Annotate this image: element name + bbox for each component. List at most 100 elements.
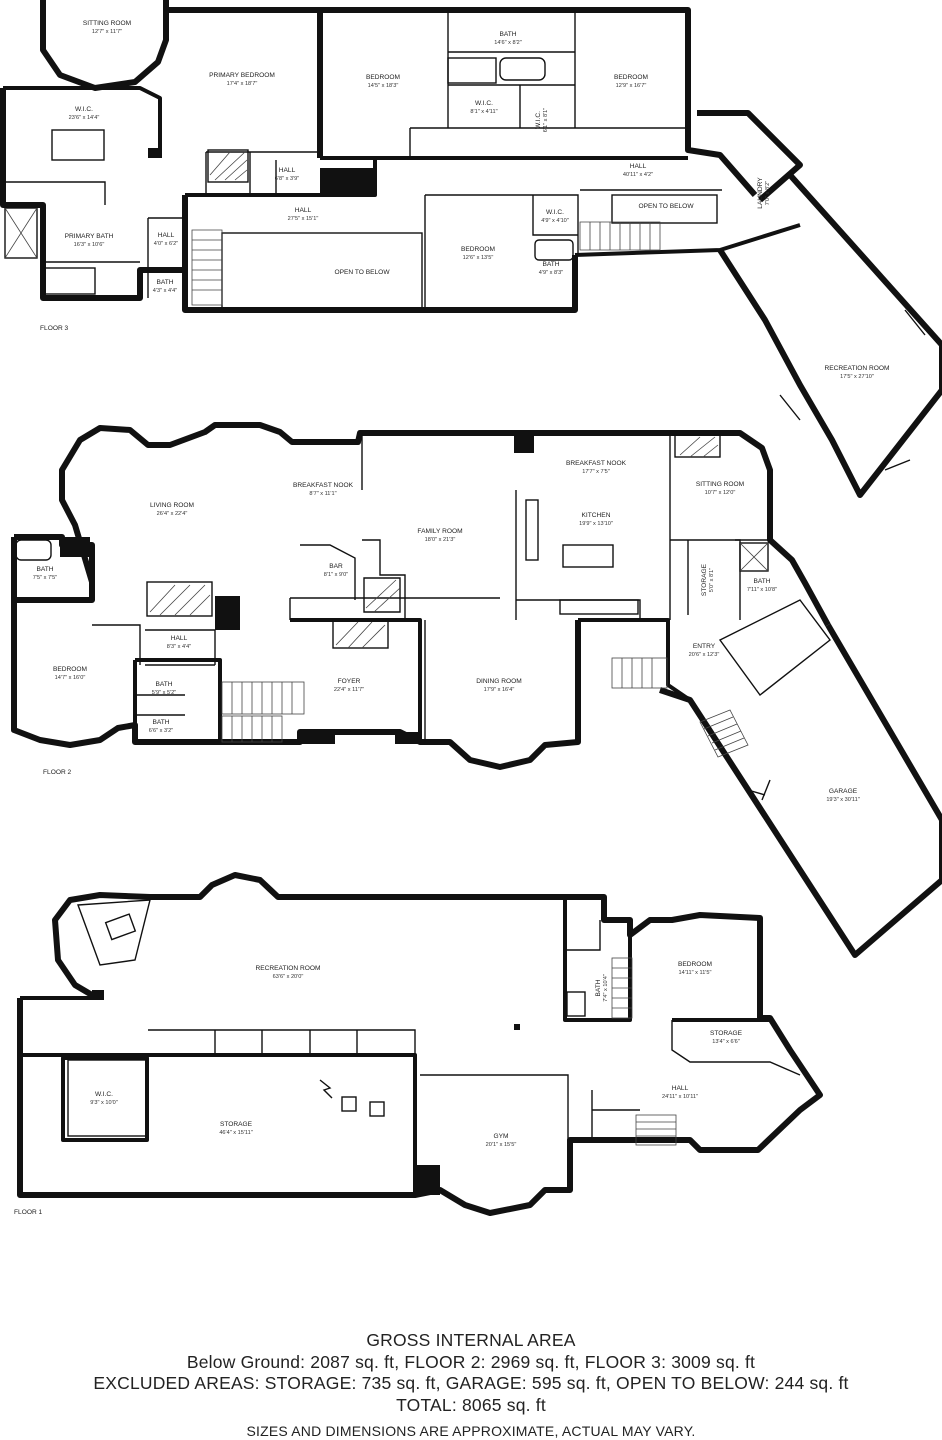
room-dims: 6'1" x 8'1" [543, 108, 549, 132]
svg-text:BREAKFAST NOOK: BREAKFAST NOOK [566, 460, 627, 467]
room-dims: 6'8" x 3'9" [275, 176, 299, 182]
svg-text:BATH: BATH [753, 578, 770, 585]
svg-text:4'9" x 4'10": 4'9" x 4'10" [541, 218, 569, 224]
area-summary: GROSS INTERNAL AREA Below Ground: 2087 s… [0, 1330, 942, 1440]
room-dims: 14'11" x 11'5" [679, 970, 712, 976]
svg-text:12'9" x 16'7": 12'9" x 16'7" [616, 83, 647, 89]
floor-3-plan [0, 0, 942, 498]
svg-text:BATH: BATH [36, 566, 53, 573]
room-name: BREAKFAST NOOK [293, 482, 354, 489]
room-name: BREAKFAST NOOK [566, 460, 627, 467]
room-name: HALL [279, 167, 296, 174]
svg-text:14'6" x 8'2": 14'6" x 8'2" [494, 40, 522, 46]
svg-text:4'9" x 8'3": 4'9" x 8'3" [539, 270, 563, 276]
svg-text:14'5" x 18'3": 14'5" x 18'3" [368, 83, 399, 89]
room-dims: 14'6" x 8'2" [494, 40, 522, 46]
svg-text:FOYER: FOYER [338, 678, 361, 685]
svg-text:20'6" x 12'3": 20'6" x 12'3" [689, 652, 720, 658]
svg-text:6'8" x 3'9": 6'8" x 3'9" [275, 176, 299, 182]
room-dims: 4'0" x 6'2" [154, 241, 178, 247]
room-dims: 20'1" x 15'5" [486, 1142, 517, 1148]
svg-text:W.I.C.: W.I.C. [546, 209, 564, 216]
room-name: W.I.C. [95, 1091, 113, 1098]
room-dims: 10'7" x 12'0" [705, 490, 736, 496]
room-dims: 7'11" x 10'8" [747, 587, 777, 593]
room-dims: 14'7" x 16'0" [55, 675, 86, 681]
room-name: GYM [493, 1133, 508, 1140]
room-name: STORAGE [701, 563, 708, 596]
svg-text:22'4" x 11'7": 22'4" x 11'7" [334, 687, 364, 693]
svg-text:W.I.C.: W.I.C. [95, 1091, 113, 1098]
svg-text:BATH: BATH [155, 681, 172, 688]
svg-text:19'9" x 13'10": 19'9" x 13'10" [579, 521, 613, 527]
summary-total: TOTAL: 8065 sq. ft [396, 1394, 546, 1415]
svg-text:17'4" x 18'7": 17'4" x 18'7" [227, 81, 258, 87]
floor-1-labels: RECREATION ROOM 63'6" x 20'0" BEDROOM 14… [14, 961, 743, 1216]
room-name: STORAGE [710, 1030, 743, 1037]
svg-text:10'7" x 12'0": 10'7" x 12'0" [705, 490, 736, 496]
room-name: BATH [753, 578, 770, 585]
room-dims: 17'9" x 16'4" [484, 687, 515, 693]
svg-text:7'4" x 10'4": 7'4" x 10'4" [603, 974, 609, 1002]
svg-text:4'0" x 6'2": 4'0" x 6'2" [154, 241, 178, 247]
svg-text:OPEN TO BELOW: OPEN TO BELOW [638, 203, 694, 210]
room-dims: 8'3" x 4'4" [167, 644, 191, 650]
room-dims: 22'4" x 11'7" [334, 687, 364, 693]
svg-text:HALL: HALL [158, 232, 175, 239]
svg-text:8'7" x 11'1": 8'7" x 11'1" [309, 491, 336, 497]
svg-text:13'4" x 6'6": 13'4" x 6'6" [712, 1039, 740, 1045]
room-name: SITTING ROOM [83, 20, 131, 27]
svg-text:HALL: HALL [295, 207, 312, 214]
svg-text:14'7" x 16'0": 14'7" x 16'0" [55, 675, 86, 681]
svg-text:GYM: GYM [493, 1133, 508, 1140]
room-dims: 19'3" x 30'11" [826, 797, 859, 803]
room-name: FAMILY ROOM [417, 528, 462, 535]
svg-text:17'9" x 16'4": 17'9" x 16'4" [484, 687, 515, 693]
svg-text:BATH: BATH [152, 719, 169, 726]
room-name: BEDROOM [366, 74, 400, 81]
svg-text:STORAGE: STORAGE [701, 563, 708, 596]
room-dims: 27'5" x 15'1" [288, 216, 319, 222]
room-dims: 12'9" x 16'7" [616, 83, 647, 89]
svg-text:23'6" x 14'4": 23'6" x 14'4" [69, 115, 100, 121]
svg-text:4'3" x 4'4": 4'3" x 4'4" [153, 288, 177, 294]
svg-text:BATH: BATH [595, 979, 602, 996]
room-name: W.I.C. [75, 106, 93, 113]
svg-text:PRIMARY BEDROOM: PRIMARY BEDROOM [209, 72, 275, 79]
svg-text:OPEN TO BELOW: OPEN TO BELOW [334, 269, 390, 276]
room-name: BATH [152, 719, 169, 726]
svg-text:HALL: HALL [630, 163, 647, 170]
svg-text:18'0" x 21'3": 18'0" x 21'3" [425, 537, 456, 543]
room-dims: 14'5" x 18'3" [368, 83, 399, 89]
svg-text:26'4" x 22'4": 26'4" x 22'4" [157, 511, 188, 517]
room-dims: 40'11" x 4'2" [623, 172, 653, 178]
room-name: KITCHEN [582, 512, 611, 519]
svg-text:27'5" x 15'1": 27'5" x 15'1" [288, 216, 319, 222]
svg-text:HALL: HALL [171, 635, 188, 642]
room-dims: 17'7" x 7'5" [582, 469, 610, 475]
room-name: ENTRY [693, 643, 716, 650]
room-name: RECREATION ROOM [824, 365, 889, 372]
room-name: BEDROOM [461, 246, 495, 253]
floor-3-labels: SITTING ROOM 12'7" x 11'7" PRIMARY BEDRO… [40, 20, 890, 380]
svg-text:HALL: HALL [672, 1085, 689, 1092]
svg-text:ENTRY: ENTRY [693, 643, 716, 650]
room-name: HALL [630, 163, 647, 170]
room-name: W.I.C. [546, 209, 564, 216]
summary-excluded-areas: EXCLUDED AREAS: STORAGE: 735 sq. ft, GAR… [93, 1373, 849, 1393]
room-name: BEDROOM [678, 961, 712, 968]
room-name: OPEN TO BELOW [334, 269, 390, 276]
svg-text:PRIMARY BATH: PRIMARY BATH [65, 233, 114, 240]
room-dims: 6'6" x 3'2" [149, 728, 173, 734]
svg-text:BEDROOM: BEDROOM [678, 961, 712, 968]
svg-text:BATH: BATH [156, 279, 173, 286]
svg-text:BEDROOM: BEDROOM [461, 246, 495, 253]
room-name: BEDROOM [614, 74, 648, 81]
room-name: BATH [595, 979, 602, 996]
room-name: BEDROOM [53, 666, 87, 673]
room-dims: 5'9" x 5'2" [152, 690, 176, 696]
svg-text:8'1" x 9'0": 8'1" x 9'0" [324, 572, 348, 578]
room-dims: 4'9" x 4'10" [541, 218, 569, 224]
svg-text:LIVING ROOM: LIVING ROOM [150, 502, 194, 509]
room-name: HALL [295, 207, 312, 214]
